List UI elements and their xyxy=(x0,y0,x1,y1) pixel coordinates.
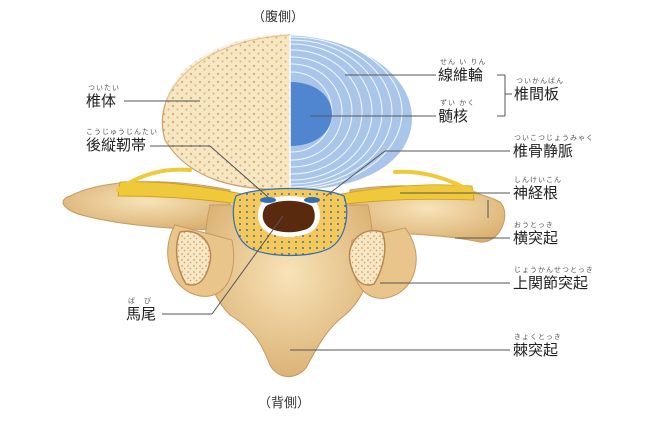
vertebral-vein-right xyxy=(304,197,320,203)
dorsal-label: （背側） xyxy=(258,396,311,411)
intervertebral-disc-ruby: ついかんばん xyxy=(516,77,564,85)
nucleus-pulposus-ruby: ずい かく xyxy=(440,99,476,107)
spinous-process-label: 棘突起 xyxy=(513,341,559,359)
nucleus-pulposus-label: 髄核 xyxy=(438,107,469,125)
intervertebral-disc-label: 椎間板 xyxy=(514,85,560,103)
leader-lines xyxy=(124,74,512,351)
nerve-root-label: 神経根 xyxy=(513,184,559,202)
ventral-label: （腹側） xyxy=(252,10,305,25)
annulus-fibrosus-label: 線維輪 xyxy=(438,66,484,84)
nucleus-pulposus-shape xyxy=(290,82,332,146)
vertebral-body-ruby: ついたい xyxy=(88,84,120,92)
vertebral-body-label: 椎体 xyxy=(86,92,117,110)
cauda-equina-label: 馬尾 xyxy=(126,305,157,323)
transverse-process-ruby: おうとっき xyxy=(514,221,554,229)
vertebral-body xyxy=(161,34,291,191)
vertebral-vein-label: 椎骨静脈 xyxy=(513,142,574,160)
vertebral-vein-ruby: ついこつじょうみゃく xyxy=(514,134,594,142)
nerve-roots xyxy=(116,167,478,207)
vertebral-vein-left xyxy=(260,197,276,203)
spinous-process-ruby: きょくとっき xyxy=(514,333,562,341)
cauda-equina-ruby: ば び xyxy=(128,297,152,305)
superior-articular-processes xyxy=(175,229,386,286)
nerve-root-ruby: しんけいこん xyxy=(514,176,562,184)
superior-articular-label: 上関節突起 xyxy=(513,274,589,292)
superior-articular-ruby: じょうかんせつとっき xyxy=(514,266,594,274)
annulus-fibrosus-ruby: せん い りん xyxy=(440,58,487,66)
posterior-ligament-label: 後縦靭帯 xyxy=(86,136,147,154)
transverse-process-label: 横突起 xyxy=(513,229,559,247)
posterior-ligament-ruby: こうじゅうじんたい xyxy=(86,128,158,136)
intervertebral-disc xyxy=(289,34,412,190)
spinal-canal xyxy=(232,187,348,257)
